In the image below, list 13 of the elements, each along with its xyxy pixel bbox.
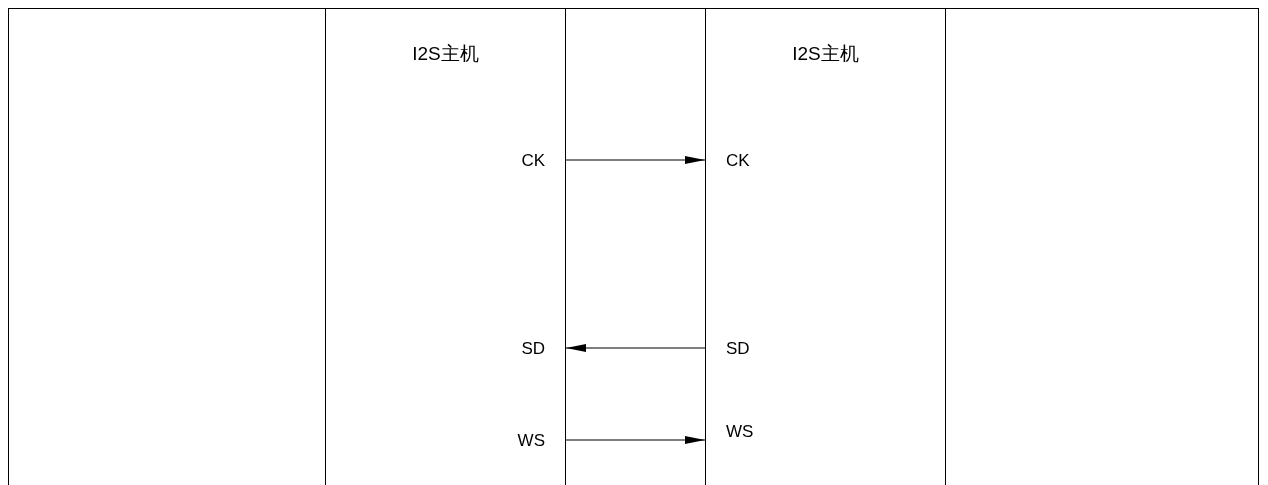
arrow	[565, 156, 706, 164]
pin-label: CK	[726, 151, 750, 171]
device-box	[325, 8, 566, 485]
pin-label: WS	[517, 431, 545, 451]
pin-label: SD	[726, 339, 750, 359]
box-title: I2S主机	[411, 42, 480, 66]
pin-label: SD	[521, 339, 545, 359]
pin-label: CK	[521, 151, 545, 171]
arrow	[565, 344, 706, 352]
device-box	[705, 8, 946, 485]
arrow	[565, 436, 706, 444]
box-title: I2S主机	[791, 42, 860, 66]
pin-label: WS	[726, 422, 754, 442]
